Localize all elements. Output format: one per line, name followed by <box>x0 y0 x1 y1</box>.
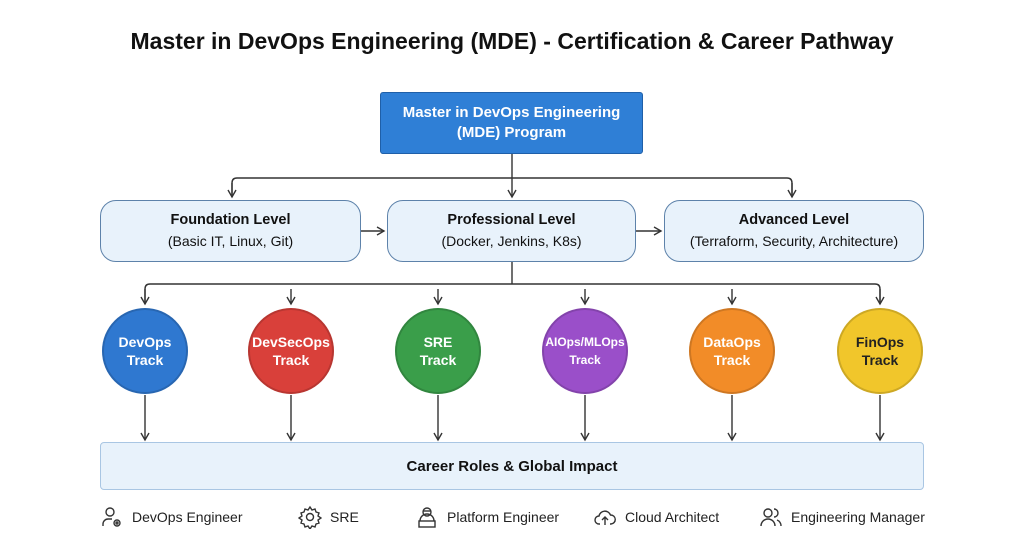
role-label: DevOps Engineer <box>132 509 243 525</box>
role-platform-engineer: Platform Engineer <box>415 505 559 529</box>
career-roles-box: Career Roles & Global Impact <box>100 442 924 490</box>
level-topics: (Basic IT, Linux, Git) <box>167 233 294 249</box>
level-professional: Professional Level (Docker, Jenkins, K8s) <box>387 200 636 262</box>
level-name: Foundation Level <box>170 212 291 228</box>
program-box: Master in DevOps Engineering (MDE) Progr… <box>380 92 643 154</box>
level-topics: (Docker, Jenkins, K8s) <box>441 233 582 249</box>
role-label: SRE <box>330 509 359 525</box>
level-foundation: Foundation Level (Basic IT, Linux, Git) <box>100 200 361 262</box>
engineer-laptop-icon <box>418 507 436 528</box>
level-name: Professional Level <box>447 212 576 228</box>
role-devops-engineer: DevOps Engineer <box>100 505 243 529</box>
level-topics: (Terraform, Security, Architecture) <box>689 233 899 249</box>
role-label: Cloud Architect <box>625 509 720 525</box>
role-label: Platform Engineer <box>447 509 560 525</box>
level-advanced: Advanced Level (Terraform, Security, Arch… <box>664 200 924 262</box>
user-gear-icon <box>102 507 121 527</box>
role-engineering-manager: Engineering Manager <box>759 505 925 529</box>
gear-icon <box>298 505 322 529</box>
role-sre: SRE <box>298 505 359 529</box>
level-name: Advanced Level <box>738 212 850 228</box>
page-title: Master in DevOps Engineering (MDE) - Cer… <box>130 28 894 54</box>
users-icon <box>760 508 782 527</box>
role-label: Engineering Manager <box>791 509 925 525</box>
cloud-upload-icon <box>594 510 616 525</box>
role-cloud-architect: Cloud Architect <box>593 505 719 529</box>
